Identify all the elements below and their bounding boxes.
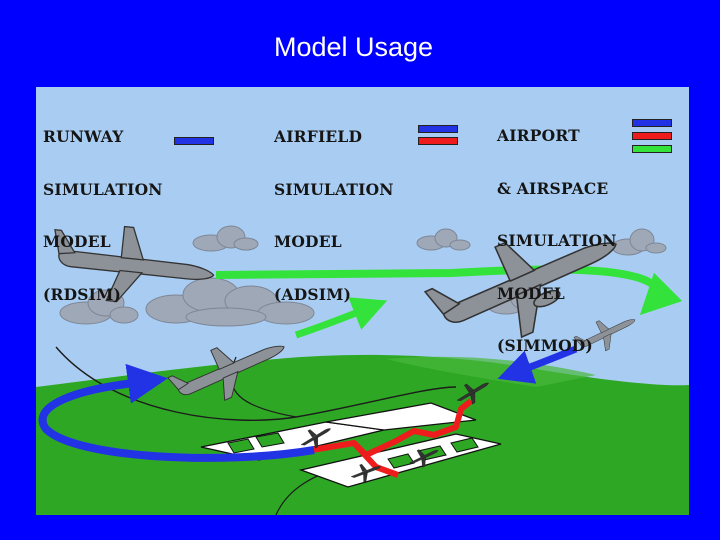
legend-line: MODEL — [274, 232, 342, 251]
airport-path — [215, 265, 683, 316]
legend-runway-model: RUNWAY SIMULATION MODEL (RDSIM) — [43, 93, 163, 338]
aircraft — [573, 319, 636, 352]
airport-path — [294, 297, 388, 339]
legend-line: RUNWAY — [43, 127, 124, 146]
legend-line: MODEL — [497, 283, 565, 303]
aircraft — [423, 241, 617, 339]
legend-swatch-red — [418, 137, 458, 145]
cloud — [416, 228, 471, 251]
legend-line: AIRFIELD — [274, 127, 363, 146]
taxiway — [325, 402, 477, 431]
legend-airfield-model: AIRFIELD SIMULATION MODEL (ADSIM) — [274, 93, 394, 338]
legend-swatch-blue — [632, 119, 672, 127]
aircraft — [54, 225, 215, 303]
cloud — [59, 289, 139, 325]
legend-swatch-red — [632, 132, 672, 140]
aircraft — [300, 382, 489, 483]
legend-swatch-green — [632, 145, 672, 153]
cloud — [192, 225, 259, 252]
airport-scene — [36, 87, 689, 515]
legend-line: SIMULATION — [274, 179, 394, 199]
legend-line: MODEL — [43, 232, 111, 251]
legend-airport-model: AIRPORT & AIRSPACE SIMULATION MODEL (SIM… — [497, 92, 617, 390]
cloud — [145, 277, 315, 327]
slide-title: Model Usage — [273, 32, 434, 62]
runway-path — [38, 363, 315, 462]
aircraft — [167, 345, 285, 402]
legend-swatch-blue — [418, 125, 458, 133]
runway-path — [497, 345, 578, 384]
model-usage-illustration: RUNWAY SIMULATION MODEL (RDSIM) AIRFIELD… — [36, 87, 689, 515]
legend-line: (SIMMOD) — [497, 336, 593, 355]
legend-line: SIMULATION — [497, 231, 617, 250]
legend-line: SIMULATION — [43, 179, 163, 199]
legend-line: (ADSIM) — [274, 284, 352, 304]
far-field — [386, 356, 596, 387]
legend-line: AIRPORT — [497, 126, 580, 145]
legend-swatch-blue — [174, 137, 214, 145]
terminal-building — [227, 432, 479, 469]
road — [55, 346, 457, 421]
legend-line: (RDSIM) — [43, 284, 121, 304]
legend-line: & AIRSPACE — [497, 178, 609, 198]
